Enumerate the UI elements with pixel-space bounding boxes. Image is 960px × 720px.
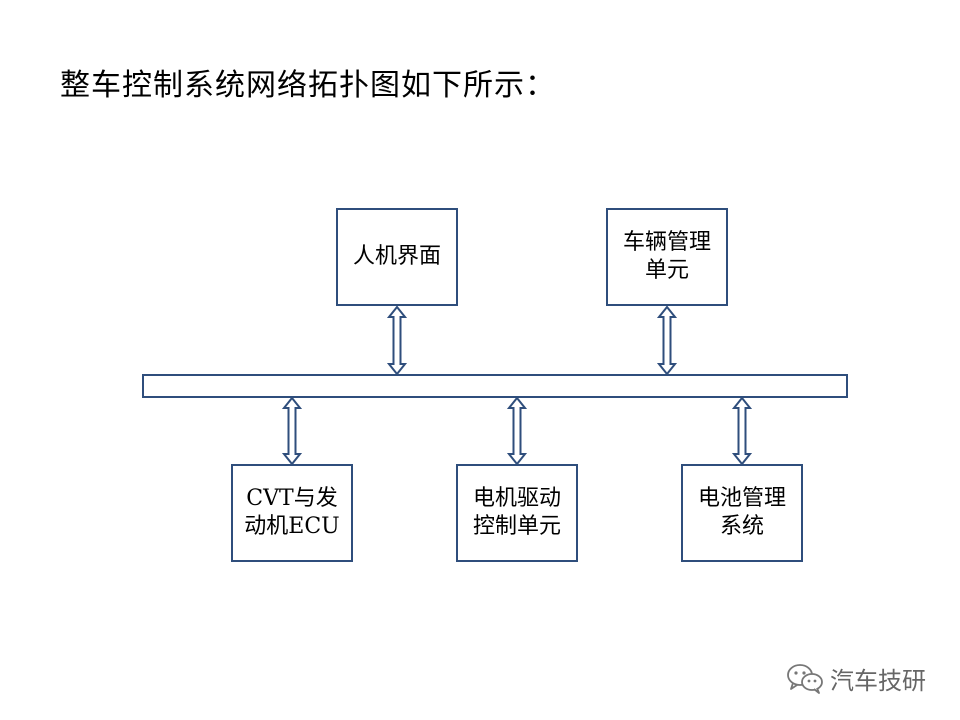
node-label: 电池管理 — [697, 486, 786, 511]
node-label: 人机界面 — [352, 244, 441, 269]
wechat-icon — [786, 662, 824, 694]
network-bus — [142, 374, 848, 398]
node-label: 控制单元 — [472, 514, 561, 539]
arrow-hmi-bus — [386, 305, 408, 376]
arrow-vmu-bus — [656, 305, 678, 376]
double-arrow-shape — [386, 305, 408, 376]
node-motor-drive-control-unit: 电机驱动 控制单元 — [456, 464, 578, 562]
watermark: 汽车技研 — [786, 660, 926, 696]
node-label: 车辆管理 — [622, 230, 711, 255]
double-arrow-shape — [731, 396, 753, 466]
node-cvt-engine-ecu: CVT与发 动机ECU — [231, 464, 353, 562]
double-arrow-shape — [656, 305, 678, 376]
arrow-bus-mcu — [506, 396, 528, 466]
node-label: CVT与发 — [246, 486, 338, 511]
node-vehicle-management-unit: 车辆管理 单元 — [606, 208, 728, 306]
watermark-text: 汽车技研 — [830, 666, 926, 695]
double-arrow-shape — [506, 396, 528, 466]
node-label: 单元 — [644, 258, 689, 283]
node-label: 系统 — [719, 514, 764, 539]
node-label: 动机ECU — [244, 514, 340, 539]
page-title: 整车控制系统网络拓扑图如下所示： — [60, 68, 556, 103]
arrow-bus-cvt — [281, 396, 303, 466]
double-arrow-shape — [281, 396, 303, 466]
node-battery-management-system: 电池管理 系统 — [681, 464, 803, 562]
node-human-machine-interface: 人机界面 — [336, 208, 458, 306]
arrow-bus-bms — [731, 396, 753, 466]
node-label: 电机驱动 — [472, 486, 561, 511]
